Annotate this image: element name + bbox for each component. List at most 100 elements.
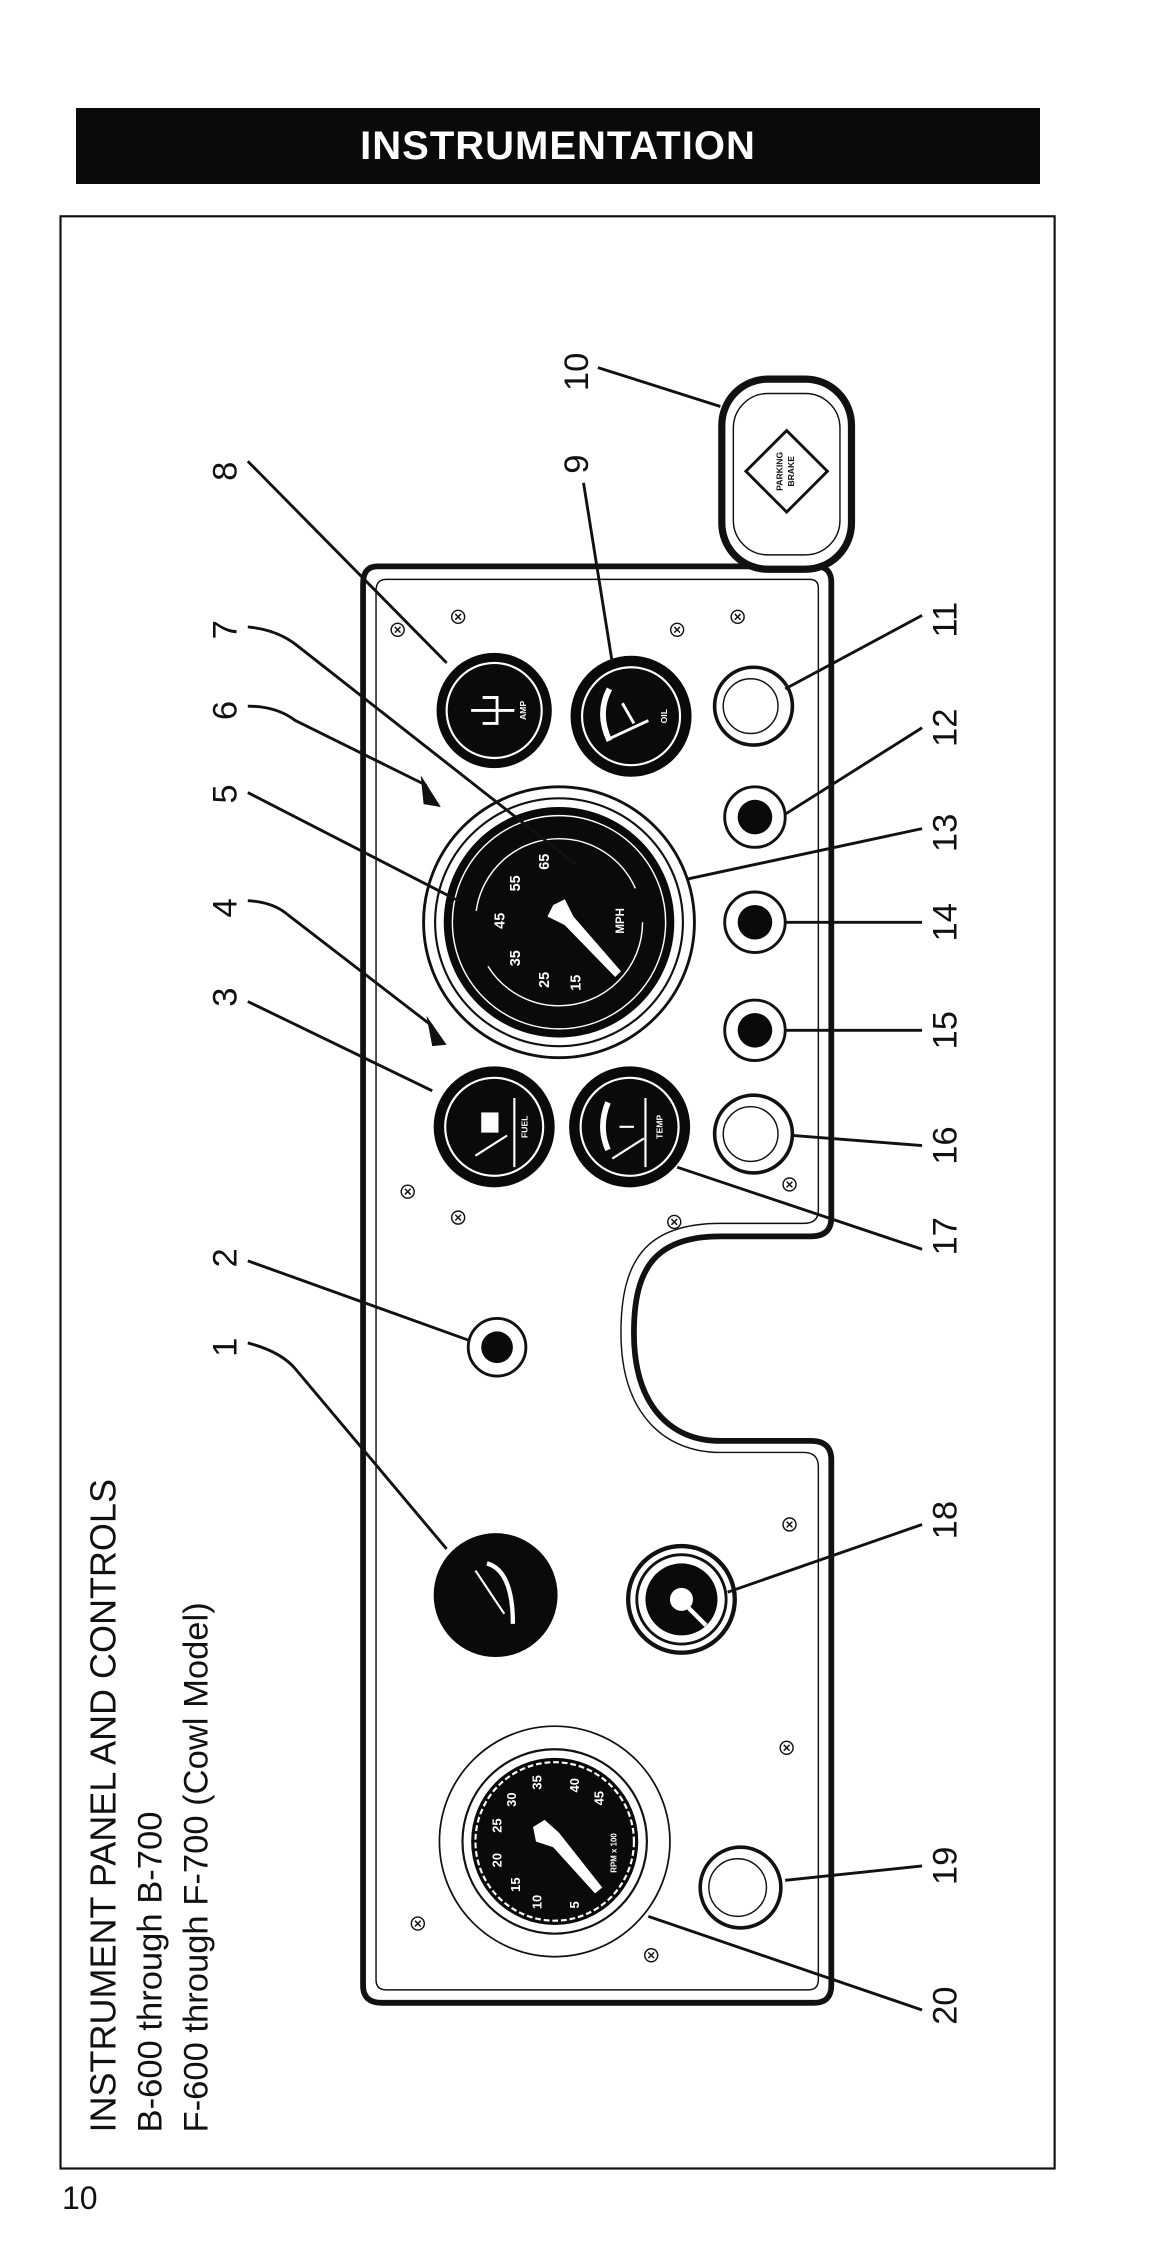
screw-icon xyxy=(410,1916,426,1931)
screw-icon xyxy=(400,1184,415,1199)
speed-tick-label: 35 xyxy=(508,950,524,966)
speedometer-unit: MPH xyxy=(615,908,627,934)
rpm-tick-label: 30 xyxy=(504,1792,519,1806)
callout-19: 19 xyxy=(927,1847,965,1885)
leader-line xyxy=(727,1523,923,1594)
callout-5: 5 xyxy=(206,784,244,803)
page-number: 10 xyxy=(62,2180,98,2216)
figure-frame xyxy=(59,215,1056,2170)
warning-light xyxy=(723,890,787,954)
speed-tick-label: 15 xyxy=(569,975,585,991)
screw-icon xyxy=(450,1210,466,1225)
rpm-tick-label: 20 xyxy=(489,1853,504,1867)
callout-18: 18 xyxy=(927,1501,965,1539)
temp-label: TEMP xyxy=(655,1115,665,1139)
parking-brake-control: PARKING BRAKE xyxy=(718,375,856,573)
callout-9: 9 xyxy=(558,454,596,473)
parking-brake-label-2: BRAKE xyxy=(786,456,796,487)
callout-20: 20 xyxy=(927,1986,965,2024)
arrowheads xyxy=(420,775,447,1047)
leader-line xyxy=(647,1915,923,2012)
leader-line xyxy=(582,482,614,664)
leader-line xyxy=(246,460,448,664)
leader-line xyxy=(247,791,459,902)
knob xyxy=(712,665,795,747)
callout-4: 4 xyxy=(206,898,244,917)
callout-10: 10 xyxy=(558,353,596,391)
screw-icon xyxy=(669,622,685,637)
screw-icon xyxy=(782,1517,797,1532)
leader-line xyxy=(247,1000,433,1093)
section-header: INSTRUMENTATION xyxy=(76,108,1040,184)
oil-pressure-gauge: OIL xyxy=(570,655,692,777)
callout-7: 7 xyxy=(206,620,244,639)
tachometer-unit: RPM x 100 xyxy=(610,1833,619,1873)
fuel-label: FUEL xyxy=(519,1116,529,1139)
figure-title-block: INSTRUMENT PANEL AND CONTROLS B-600 thro… xyxy=(82,1479,215,2132)
small-dial-gauge xyxy=(626,1543,737,1655)
fuel-gauge: FUEL xyxy=(433,1066,555,1188)
callout-2: 2 xyxy=(206,1248,244,1267)
arrowhead-icon xyxy=(420,775,441,807)
leader-line xyxy=(597,366,721,408)
leader-line xyxy=(792,1134,923,1148)
figure-title: INSTRUMENT PANEL AND CONTROLS xyxy=(82,1479,123,2132)
speed-tick-label: 65 xyxy=(537,854,553,870)
speed-tick-label: 55 xyxy=(508,875,524,891)
screw-icon xyxy=(644,1948,659,1963)
callout-14: 14 xyxy=(927,903,965,941)
leader-line xyxy=(784,614,923,691)
ammeter-gauge: AMP xyxy=(436,652,552,769)
arrowhead-icon xyxy=(426,1015,447,1047)
rpm-tick-label: 25 xyxy=(489,1818,504,1832)
callout-15: 15 xyxy=(927,1011,965,1049)
warning-light xyxy=(723,785,787,849)
screw-icon xyxy=(730,609,745,625)
callout-12: 12 xyxy=(927,709,965,747)
leader-line xyxy=(686,827,923,881)
callout-16: 16 xyxy=(927,1126,965,1164)
leader-line xyxy=(247,1259,469,1342)
leader-line xyxy=(247,704,428,787)
rpm-tick-label: 5 xyxy=(567,1901,582,1908)
warning-light xyxy=(723,998,787,1063)
parking-brake-diamond-icon xyxy=(743,428,830,515)
ammeter-label: AMP xyxy=(518,701,528,720)
temperature-gauge: TEMP xyxy=(569,1066,691,1188)
parking-brake-label-1: PARKING xyxy=(774,451,784,490)
speed-tick-label: 25 xyxy=(537,972,553,988)
figure-subtitle-f: F-600 through F-700 (Cowl Model) xyxy=(177,1602,215,2132)
leader-line xyxy=(247,625,578,866)
screw-icon xyxy=(779,1740,794,1756)
knob xyxy=(712,1093,795,1175)
fuel-pump-icon xyxy=(481,1112,499,1133)
callout-6: 6 xyxy=(206,701,244,720)
tachometer-needle xyxy=(533,1819,603,1894)
leader-line xyxy=(784,726,923,816)
screw-icon xyxy=(390,622,405,637)
oil-label: OIL xyxy=(659,709,669,723)
leader-line xyxy=(247,899,434,1028)
indicator-light xyxy=(466,1317,528,1378)
screw-icon xyxy=(667,1214,682,1230)
rpm-tick-label: 45 xyxy=(592,1791,607,1805)
speed-tick-label: 45 xyxy=(492,913,508,929)
speedometer-needle xyxy=(547,899,621,978)
speedometer: 15 25 35 45 55 65 MPH xyxy=(422,785,696,1060)
air-pressure-gauge xyxy=(433,1533,558,1658)
leader-line xyxy=(247,1341,448,1550)
knob xyxy=(698,1845,783,1930)
callout-numbers: 1 2 3 4 5 6 7 8 9 10 11 12 13 14 15 16 1… xyxy=(206,353,964,2025)
tachometer: 5 10 15 20 25 30 35 40 45 RPM x 100 xyxy=(438,1725,671,1958)
rpm-tick-label: 35 xyxy=(530,1775,545,1789)
screw-icon xyxy=(782,1177,797,1192)
screw-icon xyxy=(450,609,466,625)
callout-3: 3 xyxy=(206,988,244,1007)
callout-1: 1 xyxy=(206,1338,244,1357)
leader-line xyxy=(676,1165,923,1251)
leader-lines xyxy=(246,366,923,2012)
rpm-tick-label: 10 xyxy=(530,1895,545,1909)
leader-line xyxy=(785,1864,923,1882)
rpm-tick-label: 15 xyxy=(508,1877,523,1891)
